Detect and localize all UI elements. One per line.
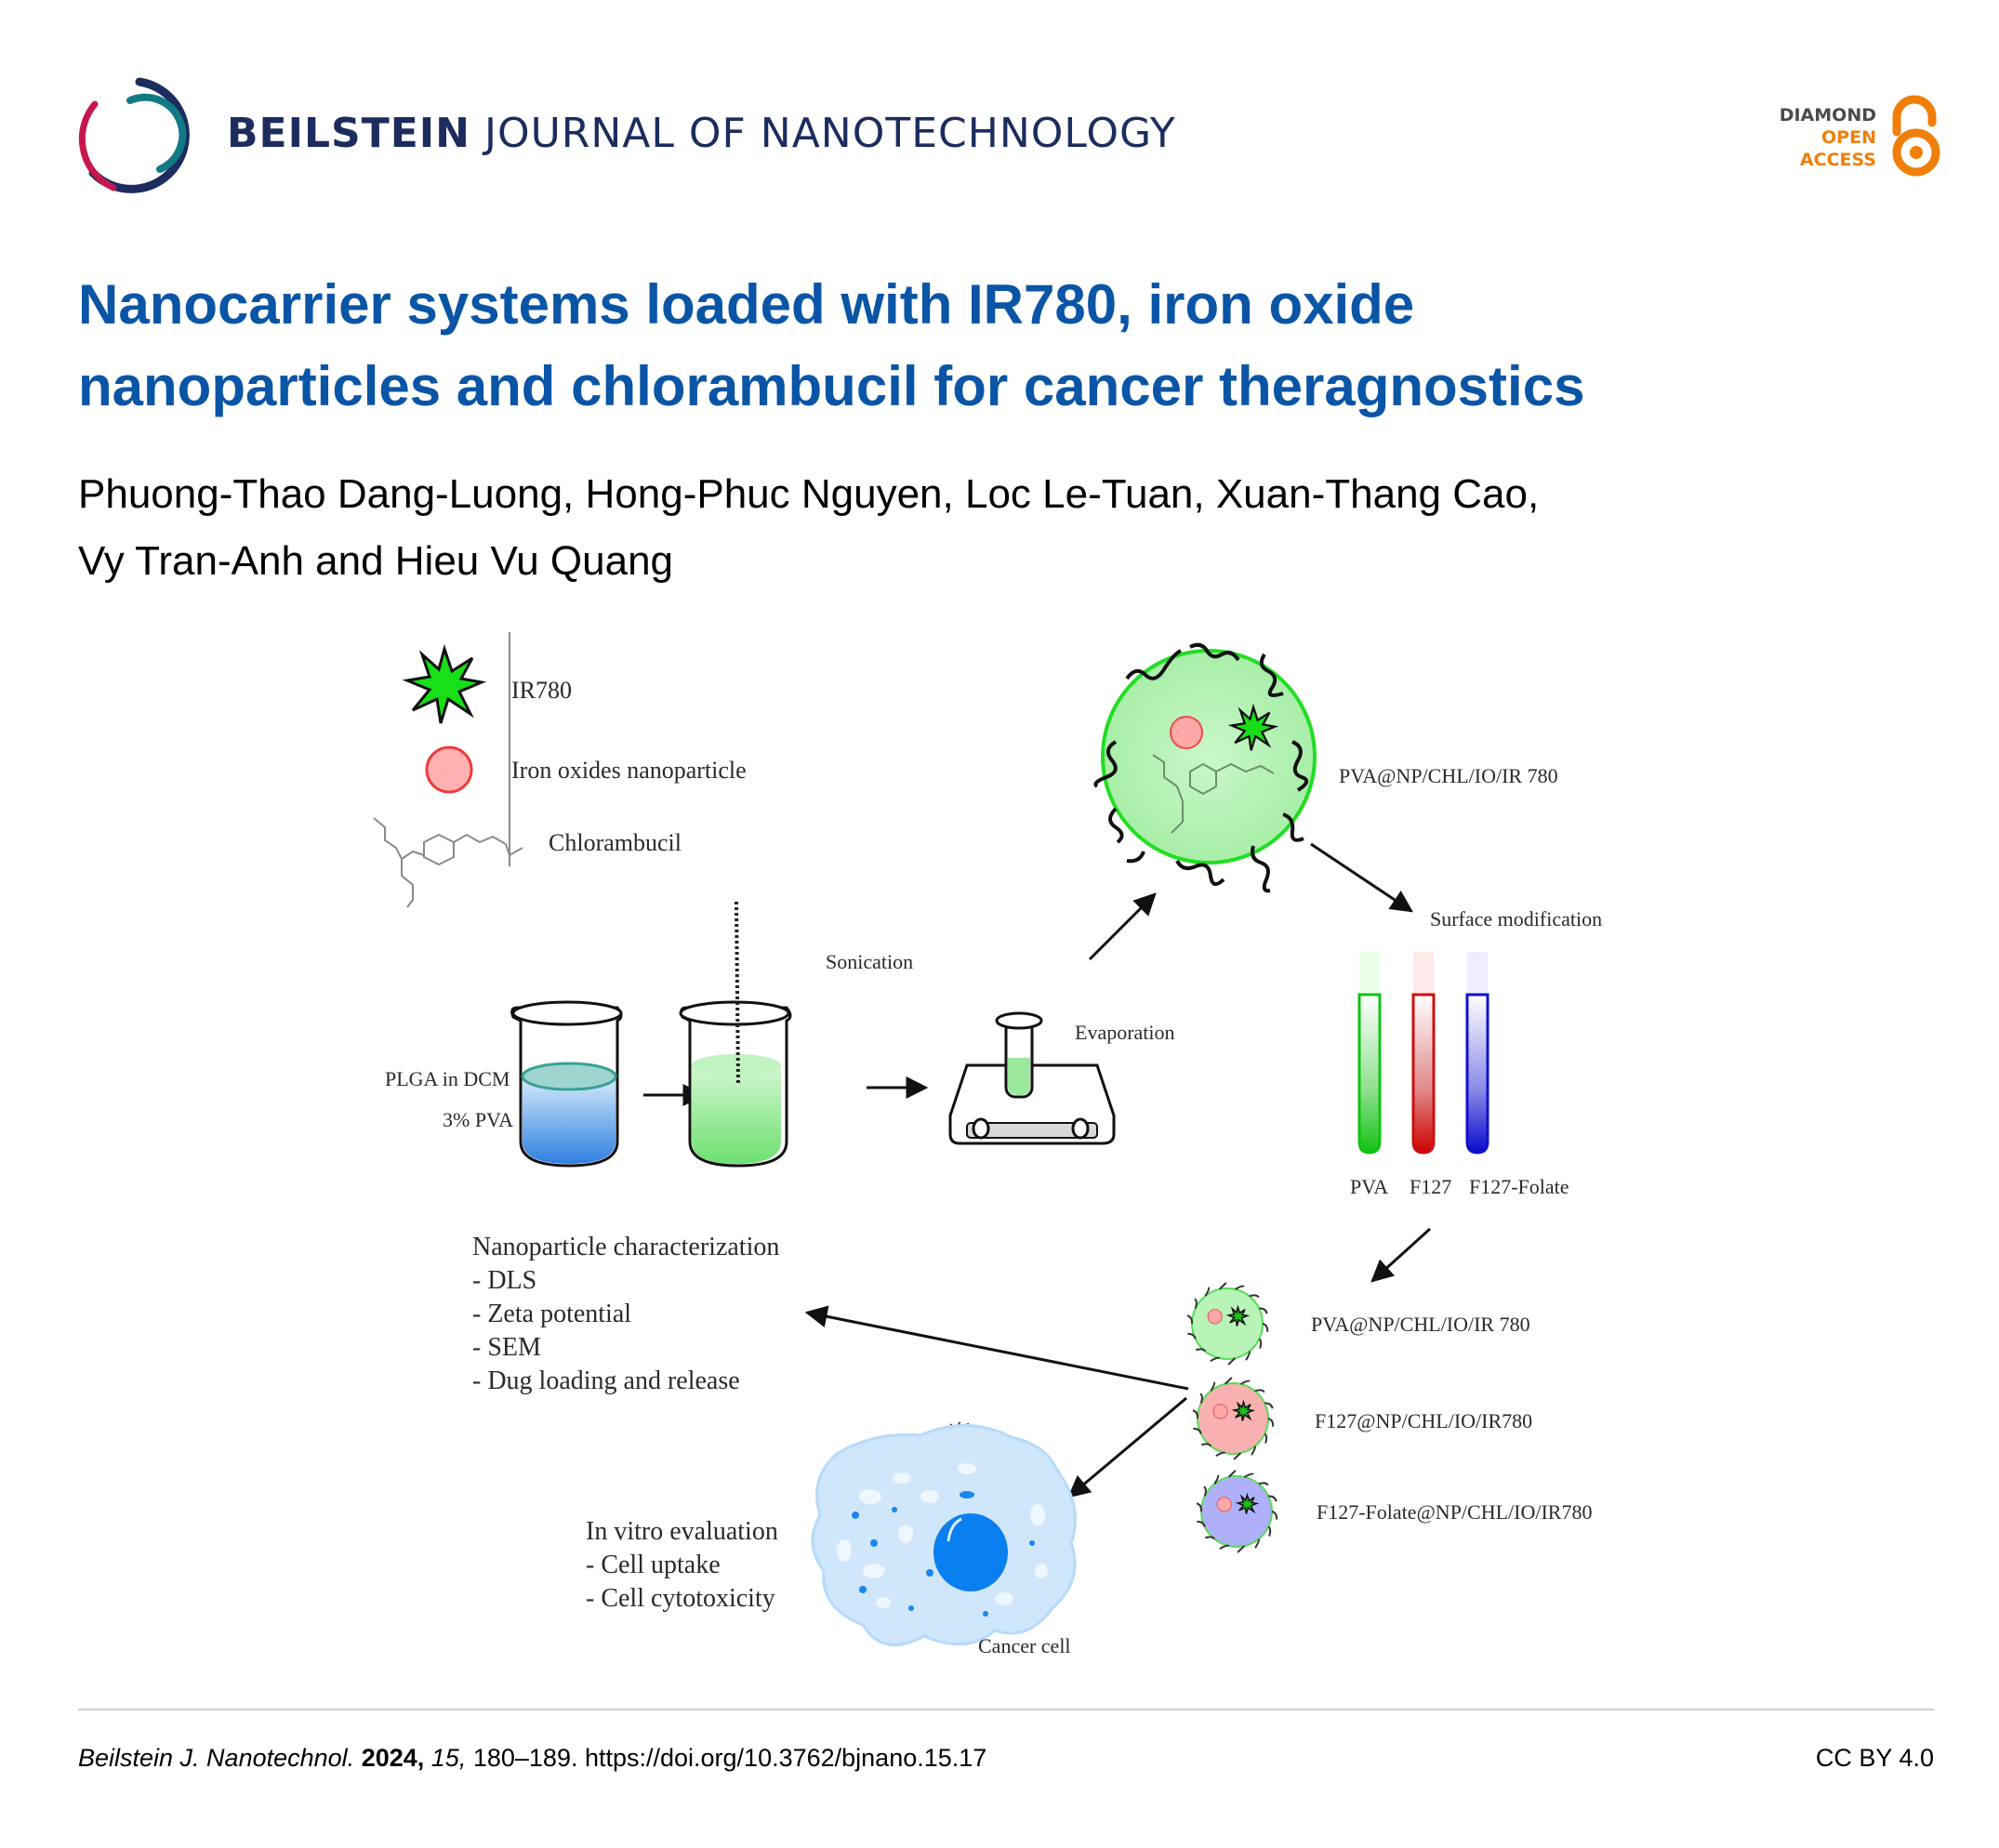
badge-diamond: DIAMOND <box>1779 105 1876 125</box>
particle-label-f127-folate: F127-Folate@NP/CHL/IO/IR780 <box>1317 1500 1593 1524</box>
title-line-2: nanoparticles and chlorambucil for cance… <box>78 355 1585 417</box>
test-tube-f127-folate <box>1465 952 1489 1155</box>
citation-year: 2024, <box>361 1744 425 1772</box>
particle-label-f127: F127@NP/CHL/IO/IR780 <box>1315 1409 1533 1432</box>
characterization-item: - Zeta potential <box>472 1300 632 1328</box>
evaporation-label: Evaporation <box>1075 1021 1175 1044</box>
ir780-star-icon <box>402 643 487 724</box>
authors-line-2: Vy Tran-Anh and Hieu Vu Quang <box>78 538 674 584</box>
journal-name-bold: BEILSTEIN <box>227 110 470 157</box>
legend-iron-oxide-label: Iron oxides nanoparticle <box>511 757 747 784</box>
hotplate-evaporation <box>948 1011 1116 1145</box>
cancer-cell-label: Cancer cell <box>978 1634 1071 1657</box>
arrow-to-cancer-cell <box>1067 1396 1187 1498</box>
characterization-heading: Nanoparticle characterization <box>472 1233 780 1261</box>
journal-name: BEILSTEIN JOURNAL OF NANOTECHNOLOGY <box>227 110 1176 157</box>
citation: Beilstein J. Nanotechnol. 2024, 15, 180–… <box>78 1744 986 1773</box>
footer-divider <box>78 1709 1934 1710</box>
characterization-item: - Dug loading and release <box>472 1366 740 1395</box>
particle-f127-folate-icon <box>1196 1470 1278 1553</box>
authors-line-1: Phuong-Thao Dang-Luong, Hong-Phuc Nguyen… <box>78 471 1540 517</box>
test-tube-pva <box>1357 952 1382 1155</box>
tube-label-f127: F127 <box>1410 1175 1452 1198</box>
in-vitro-item: - Cell cytotoxicity <box>586 1584 775 1613</box>
characterization-item: - DLS <box>472 1266 537 1295</box>
test-tube-f127 <box>1411 952 1436 1155</box>
title-line-1: Nanocarrier systems loaded with IR780, i… <box>78 273 1415 336</box>
tube-label-f127-folate: F127-Folate <box>1469 1175 1569 1198</box>
arrow-to-surface-modification <box>1310 842 1413 913</box>
chlorambucil-structure-icon <box>373 632 523 908</box>
beaker-plga <box>510 1000 623 1168</box>
main-nanoparticle <box>1093 642 1317 893</box>
article-title: Nanocarrier systems loaded with IR780, i… <box>78 264 1938 428</box>
journal-header: BEILSTEIN JOURNAL OF NANOTECHNOLOGY DIAM… <box>0 0 1999 214</box>
sonication-label: Sonication <box>826 950 914 973</box>
characterization-item: - SEM <box>472 1333 541 1362</box>
citation-volume: 15, <box>430 1744 467 1772</box>
pva-3-percent-label: 3% PVA <box>443 1108 514 1131</box>
pva-chains <box>1093 642 1309 893</box>
badge-access: ACCESS <box>1799 150 1876 170</box>
beilstein-logo-icon <box>78 77 190 193</box>
arrow-to-characterization <box>804 1305 1189 1391</box>
legend-chlorambucil-label: Chlorambucil <box>549 829 682 856</box>
iron-oxide-circle-icon <box>425 746 473 794</box>
in-vitro-heading: In vitro evaluation <box>586 1517 778 1546</box>
characterization-block: Nanoparticle characterization - DLS - Ze… <box>472 1231 779 1398</box>
arrow-tubes-to-particles <box>1370 1227 1432 1283</box>
badge-open: OPEN <box>1821 127 1876 148</box>
particle-pva-icon <box>1186 1282 1269 1366</box>
arrow-to-particle <box>1088 892 1157 961</box>
particle-f127-icon <box>1192 1377 1275 1460</box>
graphical-abstract: IR780 Iron oxides nanoparticle Chlorambu… <box>353 632 1674 1673</box>
surface-modification-label: Surface modification <box>1430 907 1603 931</box>
legend-ir780-label: IR780 <box>511 677 572 704</box>
in-vitro-block: In vitro evaluation - Cell uptake - Cell… <box>586 1515 778 1616</box>
graphical-abstract-drawing <box>373 632 1489 1647</box>
sonicator-probe <box>735 901 740 1085</box>
plga-in-dcm-label: PLGA in DCM <box>385 1067 510 1090</box>
diamond-open-access-badge: DIAMOND OPEN ACCESS <box>1757 93 1943 186</box>
in-vitro-item: - Cell uptake <box>586 1551 721 1579</box>
citation-doi[interactable]: 180–189. https://doi.org/10.3762/bjnano.… <box>472 1744 987 1772</box>
particle-label-pva: PVA@NP/CHL/IO/IR 780 <box>1311 1313 1530 1336</box>
license-label: CC BY 4.0 <box>1815 1744 1934 1772</box>
open-lock-icon <box>1892 95 1940 177</box>
article-authors: Phuong-Thao Dang-Luong, Hong-Phuc Nguyen… <box>78 461 1938 595</box>
tube-label-pva: PVA <box>1350 1175 1389 1198</box>
journal-abbrev: Beilstein J. Nanotechnol. <box>78 1744 355 1772</box>
beaker-sonication <box>679 901 792 1168</box>
journal-name-light: JOURNAL OF NANOTECHNOLOGY <box>483 110 1176 157</box>
main-particle-label: PVA@NP/CHL/IO/IR 780 <box>1339 764 1558 787</box>
cancer-cell-drawing <box>811 1424 1077 1647</box>
